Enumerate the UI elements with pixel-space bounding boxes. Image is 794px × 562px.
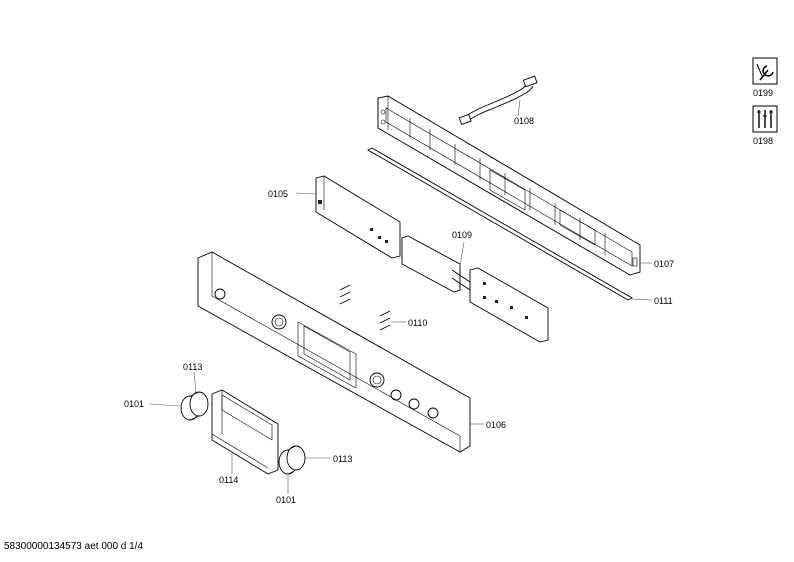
label-0110: 0110 (408, 318, 427, 328)
part-0111-strip (367, 147, 633, 301)
label-0109: 0109 (452, 230, 472, 240)
part-0110-clips (339, 284, 391, 331)
label-0199: 0199 (753, 88, 773, 98)
part-0106-front-panel (197, 251, 471, 453)
part-0101-knob-right (278, 445, 306, 475)
label-0114: 0114 (219, 475, 238, 485)
label-0108: 0108 (514, 116, 534, 126)
part-0107-rear-frame (377, 95, 641, 276)
part-0105-board (315, 175, 401, 259)
label-0113-lower: 0113 (333, 454, 352, 464)
label-0101-lower: 0101 (276, 495, 296, 505)
label-0113-upper: 0113 (183, 362, 202, 372)
label-0106: 0106 (486, 420, 506, 430)
part-0108-cable (458, 75, 538, 126)
part-0101-knob-left (180, 391, 209, 421)
screwdriver-icon (752, 105, 778, 133)
label-0101-left: 0101 (124, 399, 144, 409)
part-0109-module (401, 235, 549, 343)
label-0105: 0105 (268, 189, 288, 199)
label-0111: 0111 (654, 296, 673, 306)
label-0198: 0198 (753, 136, 773, 146)
label-0107: 0107 (654, 259, 674, 269)
part-0114-display-module (211, 389, 279, 475)
document-footer-id: 58300000134573 aet 000 d 1/4 (4, 541, 144, 552)
wrench-icon (752, 57, 778, 85)
